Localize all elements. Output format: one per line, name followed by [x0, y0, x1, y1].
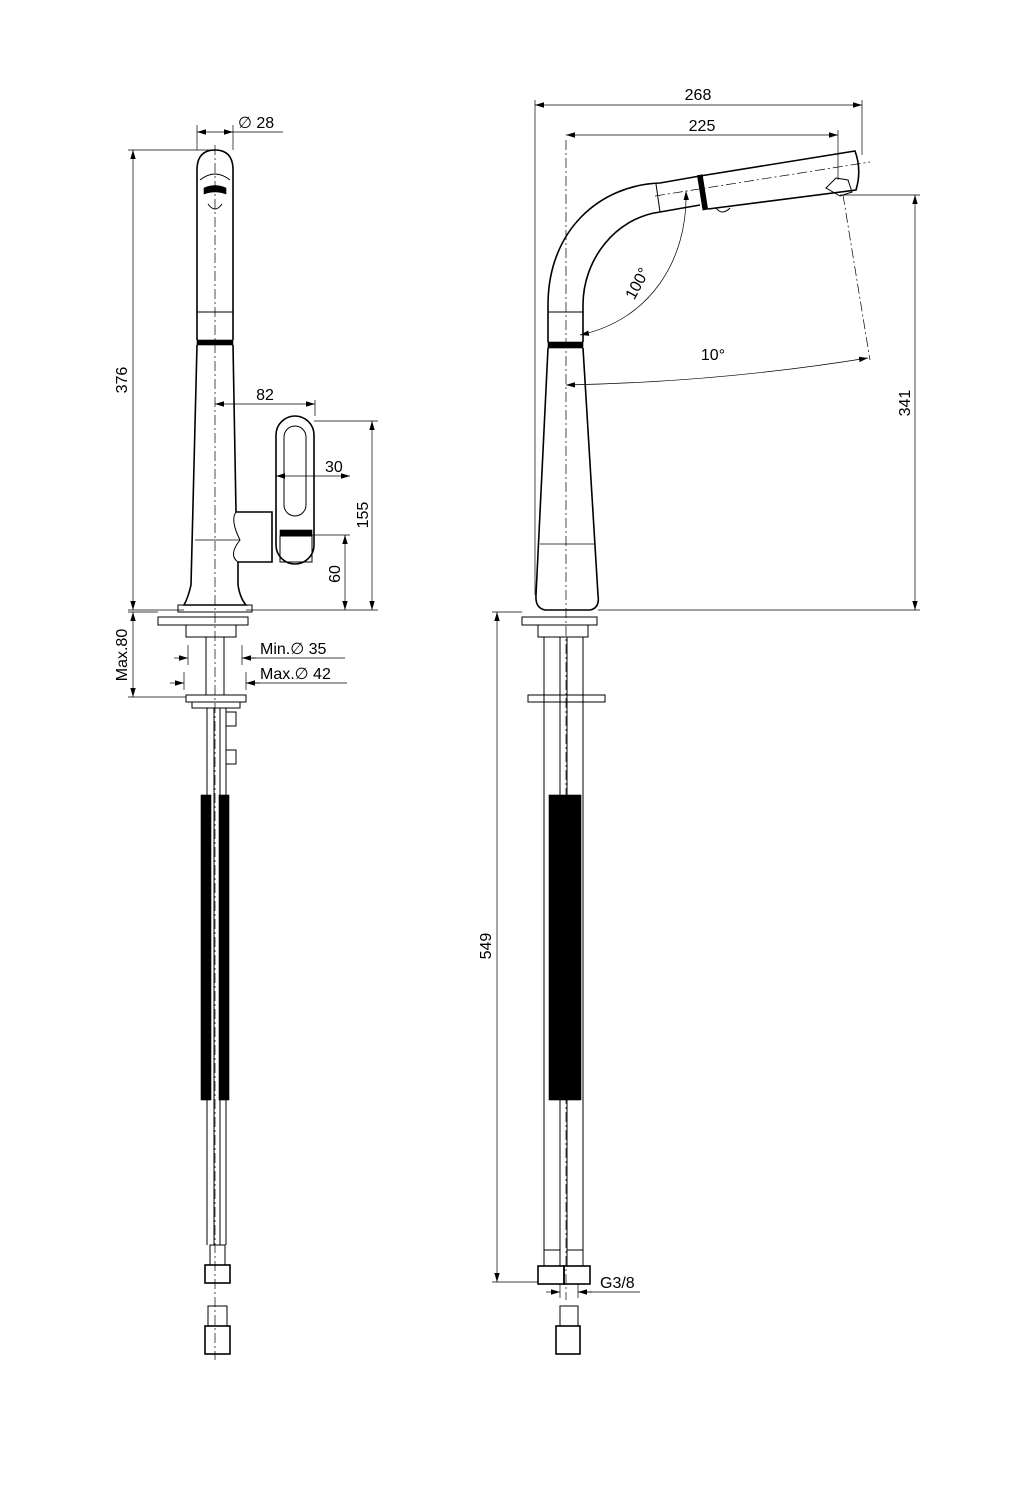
dim-hose-length: 549: [478, 933, 495, 960]
side-view: [521, 140, 871, 1355]
dim-max-hole: Max.∅ 42: [260, 666, 331, 683]
dim-reach-total: 268: [685, 87, 712, 104]
dim-min-hole: Min.∅ 35: [260, 641, 327, 658]
dim-handle-offset: 82: [256, 387, 274, 404]
dim-spout-height: 341: [897, 390, 914, 417]
front-dimensions: ∅ 28 376 82 30 155 60 Max.80 Min.∅ 35: [114, 115, 378, 698]
front-view: [157, 145, 315, 1360]
dim-reach-spout: 225: [689, 118, 716, 135]
dim-handle-height: 155: [355, 502, 372, 529]
dim-handle-base: 60: [327, 565, 344, 583]
dim-connection: G3/8: [600, 1275, 635, 1292]
dim-diameter-top: ∅ 28: [238, 115, 274, 132]
dim-max-thickness: Max.80: [114, 629, 131, 682]
dim-height-total: 376: [114, 367, 131, 394]
dim-handle-width: 30: [325, 459, 343, 476]
dim-swivel-angle: 10°: [701, 347, 725, 364]
